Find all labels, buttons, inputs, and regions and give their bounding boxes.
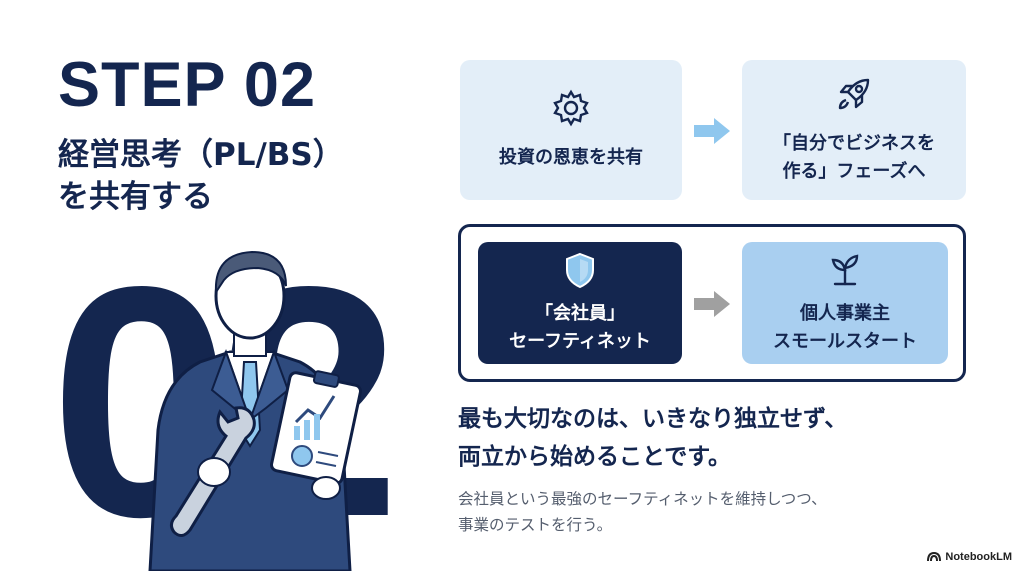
step-title: STEP 02 bbox=[58, 50, 316, 120]
arrow-right-icon bbox=[694, 118, 730, 144]
card-label: 「自分でビジネスを 作る」フェーズへ bbox=[773, 130, 935, 186]
notebooklm-logo-icon bbox=[927, 552, 942, 562]
section-subtitle: 経営思考（PL/BS） を共有する bbox=[58, 134, 344, 218]
card-label-line: 個人事業主 bbox=[800, 303, 890, 324]
right-hand bbox=[311, 476, 341, 500]
key-message: 最も大切なのは、いきなり独立せず、 両立から始めることです。 bbox=[458, 400, 847, 476]
card-label: 「会社員」 セーフティネット bbox=[509, 300, 651, 356]
sprout-icon bbox=[831, 254, 859, 286]
supporting-message-line: 事業のテストを行う。 bbox=[458, 516, 613, 534]
card-employee-safety-net: 「会社員」 セーフティネット bbox=[478, 242, 682, 364]
left-hand bbox=[197, 457, 231, 487]
card-investment-benefit: 投資の恩恵を共有 bbox=[460, 60, 682, 200]
card-label: 個人事業主 スモールスタート bbox=[773, 300, 917, 356]
key-message-line: 両立から始めることです。 bbox=[458, 444, 732, 470]
key-message-line: 最も大切なのは、いきなり独立せず、 bbox=[458, 406, 848, 432]
lapel-right bbox=[247, 349, 290, 423]
supporting-message: 会社員という最強のセーフティネットを維持しつつ、 事業のテストを行う。 bbox=[458, 486, 827, 538]
arrow-right-icon bbox=[694, 291, 730, 317]
gear-icon bbox=[553, 89, 589, 127]
clipboard-icon bbox=[270, 370, 362, 485]
supporting-message-line: 会社員という最強のセーフティネットを維持しつつ、 bbox=[458, 490, 827, 508]
brand-name: NotebookLM bbox=[945, 551, 1012, 563]
card-label: 投資の恩恵を共有 bbox=[499, 144, 643, 172]
subtitle-line: 経営思考（PL/BS） bbox=[58, 137, 344, 173]
emphasis-frame bbox=[458, 224, 966, 382]
card-label-line: 投資の恩恵を共有 bbox=[499, 147, 643, 168]
card-label-line: スモールスタート bbox=[773, 331, 917, 352]
card-label-line: 作る」フェーズへ bbox=[782, 161, 926, 182]
shield-icon bbox=[566, 252, 594, 289]
businessman-illustration bbox=[148, 250, 362, 571]
hair bbox=[214, 250, 287, 296]
rocket-icon bbox=[838, 78, 870, 110]
card-label-line: セーフティネット bbox=[509, 331, 651, 352]
card-sole-proprietor-small-start: 個人事業主 スモールスタート bbox=[742, 242, 948, 364]
lapel-left bbox=[210, 349, 253, 423]
subtitle-line: を共有する bbox=[58, 179, 213, 215]
card-label-line: 「会社員」 bbox=[535, 303, 625, 324]
card-label-line: 「自分でビジネスを bbox=[773, 133, 935, 154]
brand-watermark: NotebookLM bbox=[927, 551, 1012, 563]
card-build-business-phase: 「自分でビジネスを 作る」フェーズへ bbox=[742, 60, 966, 200]
